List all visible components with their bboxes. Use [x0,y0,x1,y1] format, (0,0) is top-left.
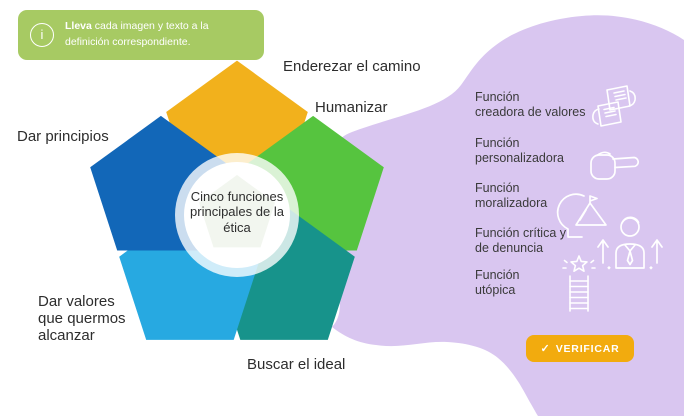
person-growth-icon[interactable] [594,212,666,275]
drag-item-line1: Función [475,136,520,150]
drag-item-line2: personalizadora [475,151,564,165]
drag-item-line1: Función crítica y [475,226,567,240]
drag-item-line2: creadora de valores [475,105,586,119]
verify-button[interactable]: ✓ VERIFICAR [526,335,634,362]
drag-item-critica[interactable]: Función crítica y de denuncia [475,226,600,256]
center-pentagon-watermark [199,175,275,248]
definition-enderezar[interactable]: Enderezar el camino [283,58,421,75]
drag-item-personalizadora[interactable]: Función personalizadora [475,136,600,166]
instruction-text: Lleva cada imagen y texto a la definició… [65,19,252,51]
diagram-title: Cinco funciones principales de la ética [190,189,284,235]
definition-buscar[interactable]: Buscar el ideal [247,356,346,373]
drag-item-creadora[interactable]: Función creadora de valores [475,90,600,120]
definition-dar-valores[interactable]: Dar valores que quermos alcanzar [38,293,126,344]
panel-blob [327,15,684,416]
drag-item-moralizadora[interactable]: Función moralizadora [475,181,600,211]
drag-item-line2: de denuncia [475,241,544,255]
instruction-rest: cada imagen y texto a la definición corr… [65,20,209,48]
drag-item-line2: moralizadora [475,196,548,210]
drag-item-line2: utópica [475,283,516,297]
ladder-star-icon[interactable] [557,254,601,317]
definition-humanizar[interactable]: Humanizar [315,99,388,116]
drag-item-line1: Función [475,268,520,282]
definition-principios[interactable]: Dar principios [17,128,109,145]
drag-item-utopica[interactable]: Función utópica [475,268,600,298]
verify-button-label: VERIFICAR [555,342,620,355]
head-goal-icon[interactable] [554,193,612,248]
pointing-hand-icon[interactable] [588,147,644,188]
check-icon: ✓ [540,343,550,355]
instruction-banner: i Lleva cada imagen y texto a la definic… [18,10,264,60]
instruction-verb: Lleva [65,20,92,32]
info-icon: i [30,22,54,47]
drag-item-line1: Función [475,90,520,104]
exchange-documents-icon[interactable] [583,80,645,141]
drag-item-line1: Función [475,181,520,195]
